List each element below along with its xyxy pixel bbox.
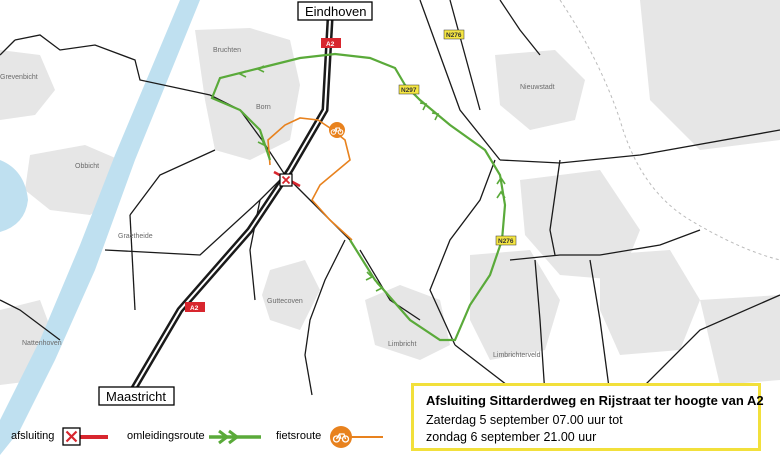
a2-motorway	[126, 19, 334, 397]
bicycle-icon	[329, 122, 345, 138]
info-title: Afsluiting Sittarderdweg en Rijstraat te…	[426, 393, 764, 408]
road-label-n297: N297	[401, 87, 417, 94]
place-limbrichterveld: Limbrichterveld	[493, 352, 541, 359]
closure-x-icon	[273, 170, 301, 188]
boundary-line	[559, 0, 780, 261]
city-maastricht: Maastricht	[98, 386, 175, 406]
place-bruchten: Bruchten	[213, 47, 241, 54]
info-line-1: Zaterdag 5 september 07.00 uur tot	[426, 413, 623, 427]
legend-closure-icon	[62, 427, 108, 446]
legend-bicycle-icon	[330, 426, 383, 448]
double-chevron-arrow-icon	[209, 429, 261, 445]
built-up-areas	[0, 0, 780, 385]
minor-roads	[0, 0, 780, 396]
road-label-a2-north: A2	[326, 41, 335, 48]
city-maastricht-label: Maastricht	[106, 389, 166, 404]
detour-route	[210, 52, 507, 342]
info-box: Afsluiting Sittarderdweg en Rijstraat te…	[411, 383, 764, 451]
water	[0, 0, 200, 455]
legend-closure-label: afsluiting	[11, 430, 55, 442]
place-limbricht: Limbricht	[388, 341, 416, 348]
legend-bike-label: fietsroute	[276, 430, 322, 442]
bike-route	[267, 117, 353, 241]
road-label-a2-south: A2	[190, 305, 199, 312]
place-grevenbicht: Grevenbicht	[0, 74, 38, 81]
place-obbicht: Obbicht	[75, 163, 99, 170]
place-labels: Bruchten Born Obbicht Grevenbicht Graeth…	[0, 47, 555, 359]
legend-detour-label: omleidingsroute	[127, 430, 205, 442]
city-eindhoven: Eindhoven	[297, 1, 373, 21]
place-nattenhoven: Nattenhoven	[22, 340, 62, 347]
road-label-n276-top: N276	[446, 32, 462, 39]
road-labels: A2 A2 N276 N297 N276	[185, 29, 517, 312]
place-guttecoven: Guttecoven	[267, 298, 303, 305]
city-eindhoven-label: Eindhoven	[305, 4, 366, 19]
road-label-n276-mid: N276	[498, 238, 514, 245]
info-line-2: zondag 6 september 21.00 uur	[426, 430, 597, 444]
detour-arrows	[238, 65, 506, 292]
place-graetheide: Graetheide	[118, 233, 153, 240]
legend: afsluiting omleidingsroute fietsroute	[0, 422, 400, 452]
place-born: Born	[256, 104, 271, 111]
place-nieuwstadt: Nieuwstadt	[520, 84, 555, 91]
